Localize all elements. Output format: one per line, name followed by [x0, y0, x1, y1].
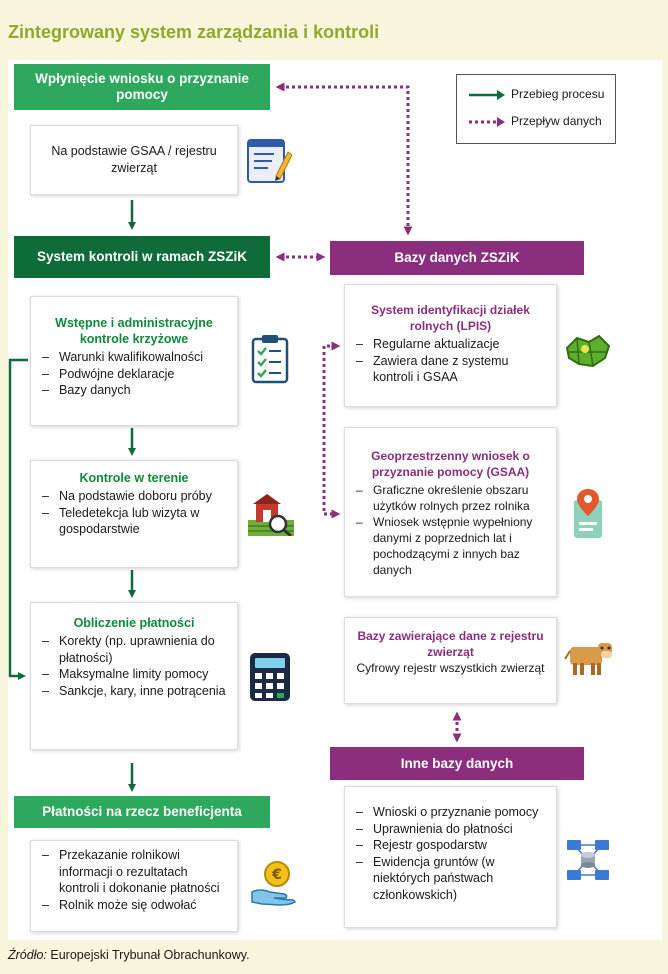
field-checks-title: Kontrole w terenie — [79, 471, 189, 485]
other-databases-card: Wnioski o przyznanie pomocy Uprawnienia … — [344, 786, 557, 928]
gsaa-title: Geoprzestrzenny wniosek o przyznanie pom… — [371, 449, 530, 479]
application-card-text: Na podstawie GSAA / rejestru zwierząt — [51, 144, 217, 175]
application-header: Wpłynięcie wniosku o przyznanie pomocy — [14, 64, 270, 110]
payments-header: Płatności na rzecz beneficjenta — [14, 796, 270, 828]
list-item: Warunki kwalifikowalności — [37, 349, 231, 366]
other-databases-header: Inne bazy danych — [330, 747, 584, 780]
list-item: Rolnik może się odwołać — [37, 897, 231, 914]
gsaa-card: Geoprzestrzenny wniosek o przyznanie pom… — [344, 427, 557, 597]
list-item: Na podstawie doboru próby — [37, 488, 231, 505]
list-item: Teledetekcja lub wizyta w gospodarstwie — [37, 505, 231, 538]
clipboard-checklist-icon — [251, 335, 289, 384]
process-arrows — [8, 200, 136, 792]
list-item: Regularne aktualizacje — [351, 336, 550, 353]
control-system-header: System kontroli w ramach ZSZiK — [14, 236, 270, 278]
legend: Przebieg procesu Przepływ danych — [456, 74, 616, 144]
gsaa-list: Graficzne określenie obszaru użytków rol… — [351, 482, 550, 578]
lpis-list: Regularne aktualizacje Zawiera dane z sy… — [351, 336, 550, 386]
preliminary-checks-list: Warunki kwalifikowalności Podwójne dekla… — [37, 349, 231, 399]
list-item: Ewidencja gruntów (w niektórych państwac… — [351, 854, 550, 904]
list-item: Uprawnienia do płatności — [351, 821, 550, 838]
source-note: Źródło: Europejski Trybunał Obrachunkowy… — [8, 948, 250, 962]
payment-calculation-card: Obliczenie płatności Korekty (np. uprawn… — [30, 602, 238, 750]
payments-list: Przekazanie rolnikowi informacji o rezul… — [37, 847, 231, 913]
list-item: Wniosek wstępnie wypełniony danymi z pop… — [351, 514, 550, 578]
page-title: Zintegrowany system zarządzania i kontro… — [8, 22, 380, 42]
network-database-icon — [567, 840, 609, 880]
list-item: Sankcje, kary, inne potrącenia — [37, 683, 231, 700]
list-item: Maksymalne limity pomocy — [37, 666, 231, 683]
list-item: Korekty (np. uprawnienia do płatności) — [37, 633, 231, 666]
legend-data-flow-arrow-icon — [469, 117, 505, 127]
animal-register-title: Bazy zawierające dane z rejestru zwierzą… — [357, 629, 544, 659]
list-item: Wnioski o przyznanie pomocy — [351, 804, 550, 821]
list-item: Rejestr gospodarstw — [351, 837, 550, 854]
lpis-title: System identyfikacji działek rolnych (LP… — [371, 303, 530, 333]
euro-coin-hand-icon: € — [251, 861, 296, 906]
payments-card: Przekazanie rolnikowi informacji o rezul… — [30, 840, 238, 932]
application-card: Na podstawie GSAA / rejestru zwierząt — [30, 125, 238, 195]
cow-icon — [564, 637, 614, 675]
field-checks-card: Kontrole w terenie Na podstawie doboru p… — [30, 460, 238, 568]
animal-register-text: Cyfrowy rejestr wszystkich zwierząt — [356, 661, 545, 675]
list-item: Graficzne określenie obszaru użytków rol… — [351, 482, 550, 514]
preliminary-checks-title: Wstępne i administracyjne kontrole krzyż… — [55, 316, 213, 346]
list-item: Podwójne deklaracje — [37, 366, 231, 383]
source-label: Źródło: — [8, 948, 47, 962]
calculator-icon — [250, 653, 290, 701]
land-parcel-map-icon — [565, 334, 611, 368]
data-flow-arrows — [275, 82, 462, 743]
map-pin-document-icon — [574, 489, 602, 538]
svg-text:€: € — [271, 867, 282, 883]
list-item: Bazy danych — [37, 382, 231, 399]
other-databases-list: Wnioski o przyznanie pomocy Uprawnienia … — [351, 804, 550, 903]
payment-calculation-list: Korekty (np. uprawnienia do płatności) M… — [37, 633, 231, 699]
list-item: Przekazanie rolnikowi informacji o rezul… — [37, 847, 231, 897]
payment-calculation-title: Obliczenie płatności — [73, 616, 195, 630]
source-text: Europejski Trybunał Obrachunkowy. — [50, 948, 250, 962]
lpis-card: System identyfikacji działek rolnych (LP… — [344, 284, 557, 407]
animal-register-card: Bazy zawierające dane z rejestru zwierzą… — [344, 617, 557, 704]
legend-process-arrow-icon — [469, 90, 505, 100]
preliminary-checks-card: Wstępne i administracyjne kontrole krzyż… — [30, 296, 238, 426]
legend-data-flow-label: Przepływ danych — [511, 114, 602, 128]
legend-process-label: Przebieg procesu — [511, 87, 605, 101]
field-checks-list: Na podstawie doboru próby Teledetekcja l… — [37, 488, 231, 538]
databases-header: Bazy danych ZSZiK — [330, 241, 584, 275]
list-item: Zawiera dane z systemu kontroli i GSAA — [351, 353, 550, 386]
farm-inspection-icon — [248, 494, 294, 536]
